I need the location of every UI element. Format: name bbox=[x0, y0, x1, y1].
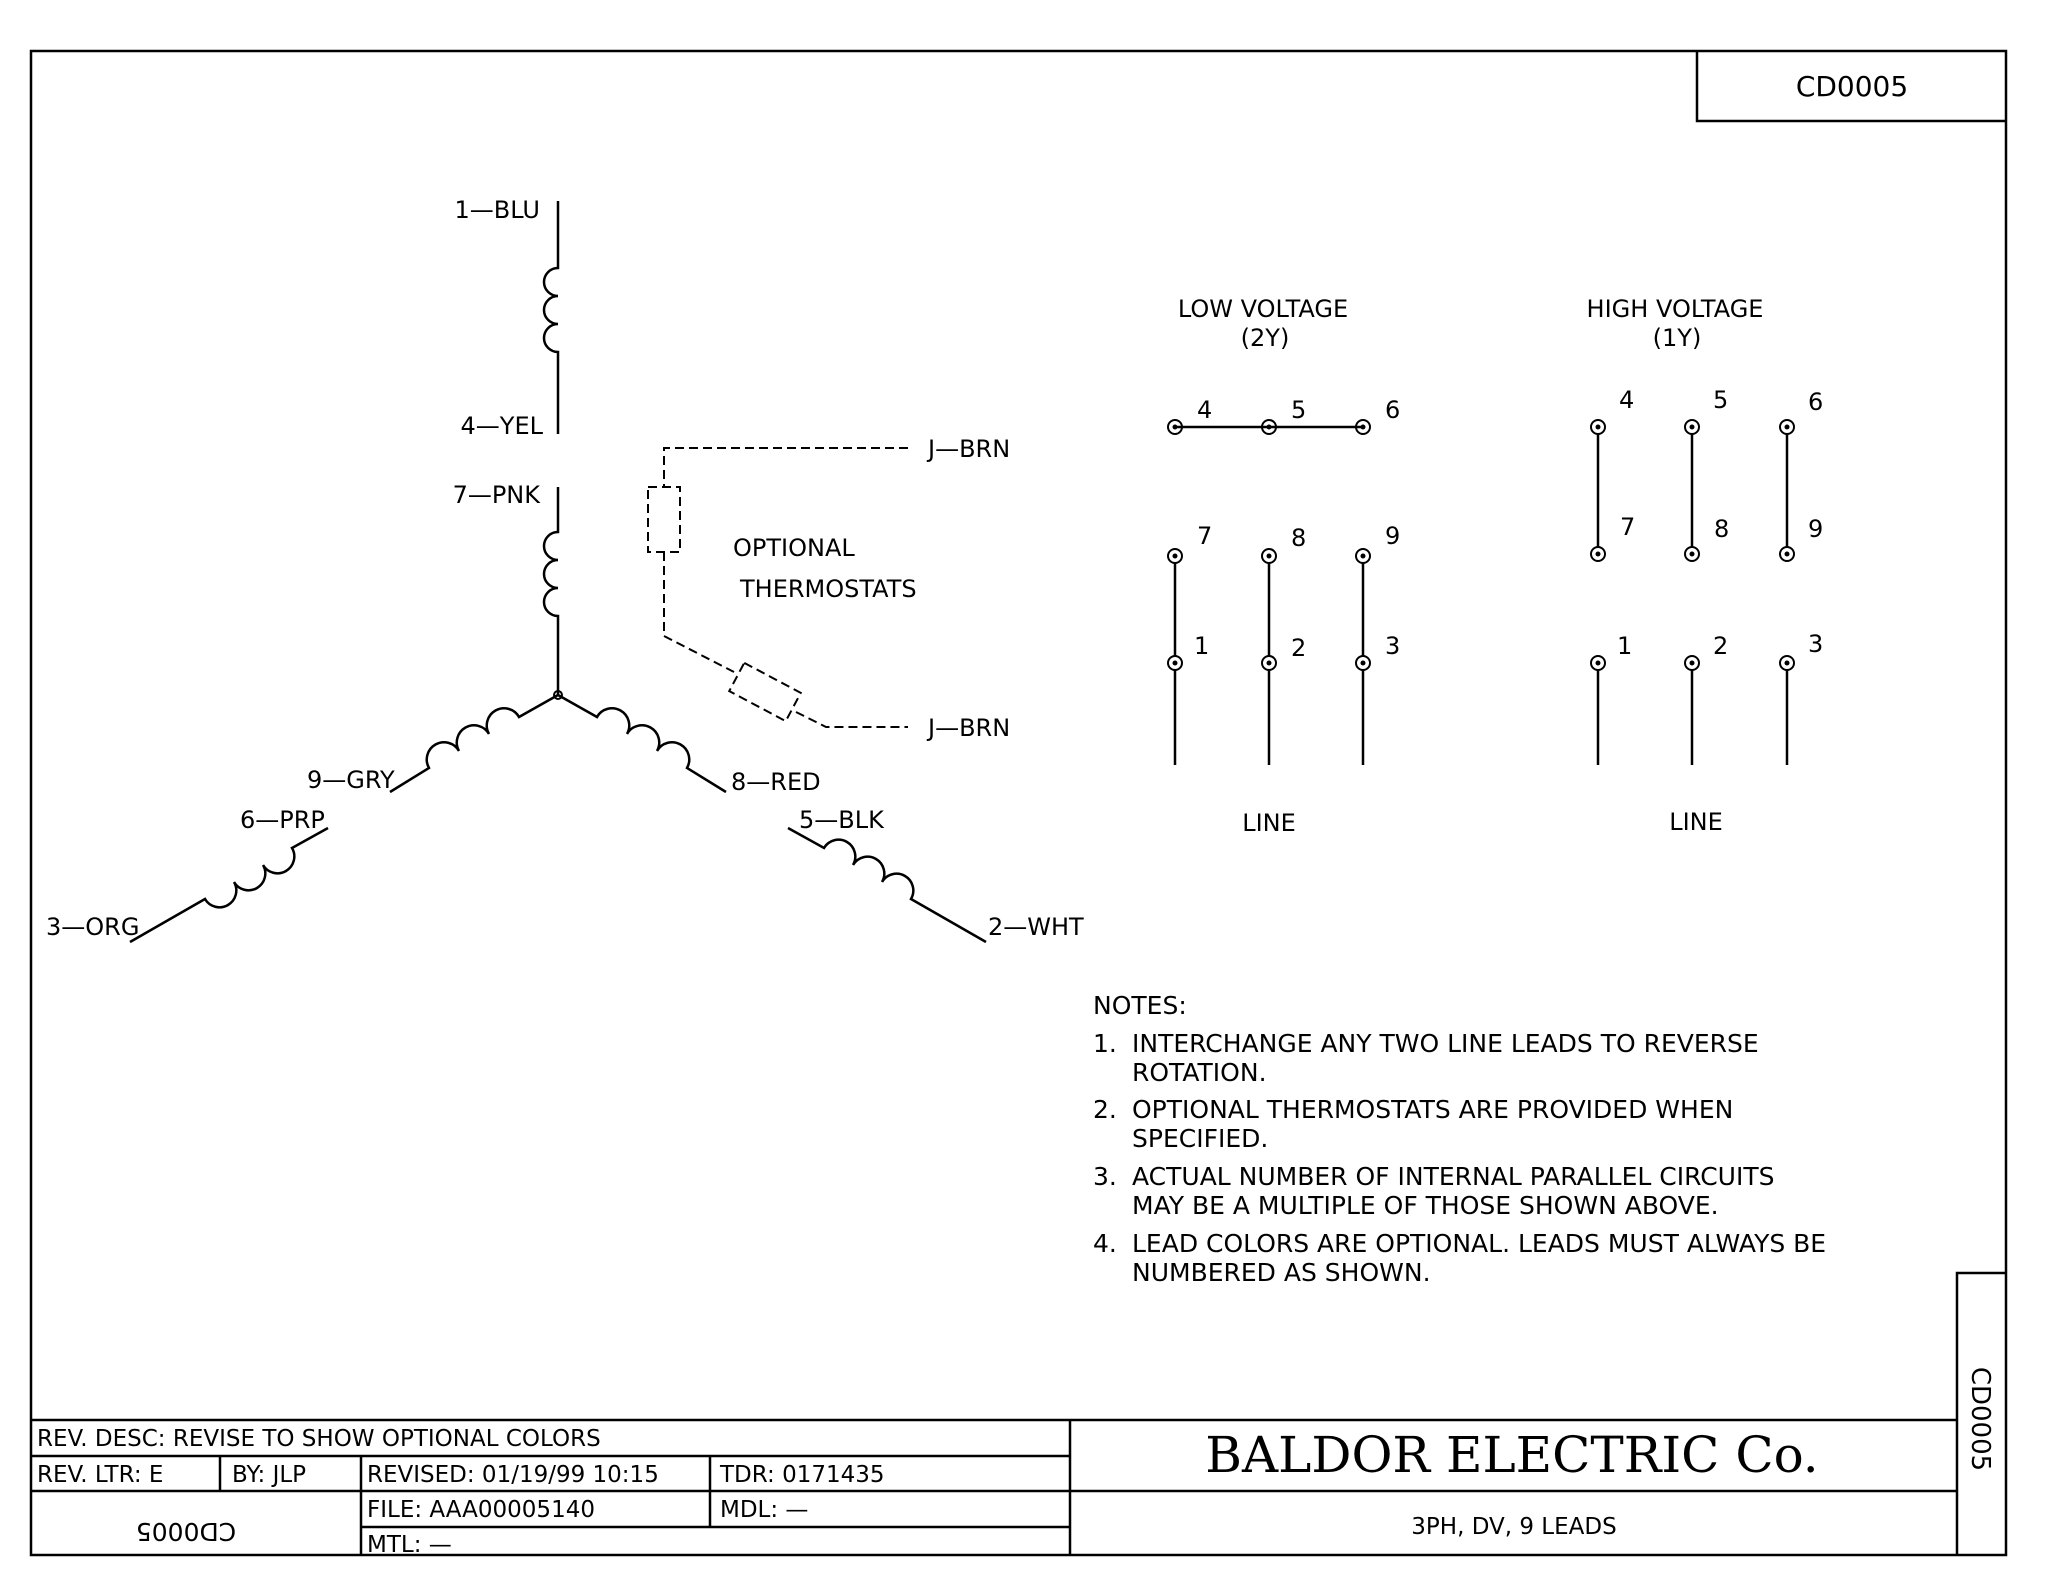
revised-date: REVISED: 01/19/99 10:15 bbox=[367, 1462, 659, 1488]
lead-5-label: 5—BLK bbox=[799, 806, 885, 834]
drawing-border bbox=[29, 49, 2008, 1557]
lead-9-label: 9—GRY bbox=[307, 766, 395, 794]
mdl-value: MDL: — bbox=[720, 1497, 808, 1523]
lead-3-label: 3—ORG bbox=[46, 913, 139, 941]
winding-9 bbox=[389, 693, 559, 794]
high-voltage-subtitle: (1Y) bbox=[1653, 324, 1702, 352]
thermostat-lead-bottom: J—BRN bbox=[926, 714, 1010, 742]
lv-terminal-7: 7 bbox=[1197, 522, 1212, 550]
side-drawing-number: CD0005 bbox=[1965, 1367, 1995, 1471]
winding-1-4 bbox=[542, 201, 560, 434]
company-name: BALDOR ELECTRIC Co. bbox=[1205, 1426, 1818, 1484]
upside-down-drawing-number: CD0005 bbox=[136, 1517, 236, 1546]
lv-terminal-4: 4 bbox=[1197, 396, 1212, 424]
note-3-num: 3. bbox=[1093, 1162, 1117, 1191]
note-4-line1: LEAD COLORS ARE OPTIONAL. LEADS MUST ALW… bbox=[1132, 1229, 1826, 1258]
winding-6-3 bbox=[129, 826, 329, 944]
lv-terminal-6: 6 bbox=[1385, 396, 1400, 424]
lead-2-label: 2—WHT bbox=[988, 913, 1084, 941]
hv-terminal-1: 1 bbox=[1617, 632, 1632, 660]
thermostat-top bbox=[647, 486, 681, 553]
rev-by: BY: JLP bbox=[232, 1462, 306, 1488]
note-2-line2: SPECIFIED. bbox=[1132, 1124, 1268, 1153]
low-voltage-subtitle: (2Y) bbox=[1241, 324, 1290, 352]
lv-terminal-2: 2 bbox=[1291, 634, 1306, 662]
side-drawing-number-box: CD0005 bbox=[1955, 1271, 2006, 1555]
note-1-num: 1. bbox=[1093, 1029, 1117, 1058]
note-1-line2: ROTATION. bbox=[1132, 1058, 1267, 1087]
hv-terminal-3: 3 bbox=[1808, 630, 1823, 658]
note-2-num: 2. bbox=[1093, 1095, 1117, 1124]
drawing-description: 3PH, DV, 9 LEADS bbox=[1411, 1514, 1616, 1540]
low-voltage-title: LOW VOLTAGE bbox=[1178, 295, 1348, 323]
thermostat-label-2: THERMOSTATS bbox=[739, 575, 917, 603]
top-drawing-number: CD0005 bbox=[1796, 70, 1908, 103]
note-3-line2: MAY BE A MULTIPLE OF THOSE SHOWN ABOVE. bbox=[1132, 1191, 1719, 1220]
lv-terminal-5: 5 bbox=[1291, 396, 1306, 424]
title-block: REV. DESC: REVISE TO SHOW OPTIONAL COLOR… bbox=[31, 1418, 1957, 1558]
hv-line-label: LINE bbox=[1669, 808, 1723, 836]
hv-terminal-2: 2 bbox=[1713, 632, 1728, 660]
winding-5-2 bbox=[787, 826, 987, 944]
high-voltage-connection: HIGH VOLTAGE (1Y) 4 5 6 7 8 9 1 2 3 LINE bbox=[1587, 295, 1824, 836]
hv-terminal-6: 6 bbox=[1808, 388, 1823, 416]
winding-7 bbox=[542, 487, 560, 695]
lead-4-label: 4—YEL bbox=[461, 412, 544, 440]
thermostat-circuit bbox=[647, 447, 908, 728]
low-voltage-connection: LOW VOLTAGE (2Y) 4 5 6 7 8 9 1 2 3 LINE bbox=[1167, 295, 1400, 837]
note-2-line1: OPTIONAL THERMOSTATS ARE PROVIDED WHEN bbox=[1132, 1095, 1733, 1124]
lv-terminal-3: 3 bbox=[1385, 632, 1400, 660]
hv-terminal-5: 5 bbox=[1713, 386, 1728, 414]
high-voltage-title: HIGH VOLTAGE bbox=[1587, 295, 1764, 323]
note-1-line1: INTERCHANGE ANY TWO LINE LEADS TO REVERS… bbox=[1132, 1029, 1759, 1058]
lead-7-label: 7—PNK bbox=[453, 481, 542, 509]
hv-terminal-4: 4 bbox=[1619, 386, 1634, 414]
lead-1-label: 1—BLU bbox=[455, 196, 540, 224]
hv-terminal-8: 8 bbox=[1714, 515, 1729, 543]
note-4-num: 4. bbox=[1093, 1229, 1117, 1258]
file-number: FILE: AAA00005140 bbox=[367, 1497, 595, 1523]
top-drawing-number-box: CD0005 bbox=[1695, 51, 2006, 123]
notes-heading: NOTES: bbox=[1093, 991, 1187, 1020]
thermostat-bottom bbox=[727, 661, 803, 723]
note-4-line2: NUMBERED AS SHOWN. bbox=[1132, 1258, 1431, 1287]
hv-terminal-7: 7 bbox=[1620, 513, 1635, 541]
neutral-node bbox=[553, 690, 563, 700]
lv-terminal-9: 9 bbox=[1385, 522, 1400, 550]
note-3-line1: ACTUAL NUMBER OF INTERNAL PARALLEL CIRCU… bbox=[1132, 1162, 1774, 1191]
mtl-value: MTL: — bbox=[367, 1532, 452, 1558]
notes: NOTES: 1. INTERCHANGE ANY TWO LINE LEADS… bbox=[1093, 991, 1826, 1287]
motor-windings bbox=[129, 201, 987, 944]
rev-ltr: REV. LTR: E bbox=[37, 1462, 163, 1488]
winding-8 bbox=[557, 693, 727, 794]
thermostat-lead-top: J—BRN bbox=[926, 435, 1010, 463]
hv-terminal-9: 9 bbox=[1808, 515, 1823, 543]
lv-terminal-8: 8 bbox=[1291, 524, 1306, 552]
lv-line-label: LINE bbox=[1242, 809, 1296, 837]
tdr-number: TDR: 0171435 bbox=[719, 1462, 885, 1488]
lead-8-label: 8—RED bbox=[731, 768, 821, 796]
rev-desc: REV. DESC: REVISE TO SHOW OPTIONAL COLOR… bbox=[37, 1426, 601, 1452]
lv-terminal-1: 1 bbox=[1194, 632, 1209, 660]
lead-6-label: 6—PRP bbox=[240, 806, 325, 834]
thermostat-label-1: OPTIONAL bbox=[733, 534, 855, 562]
